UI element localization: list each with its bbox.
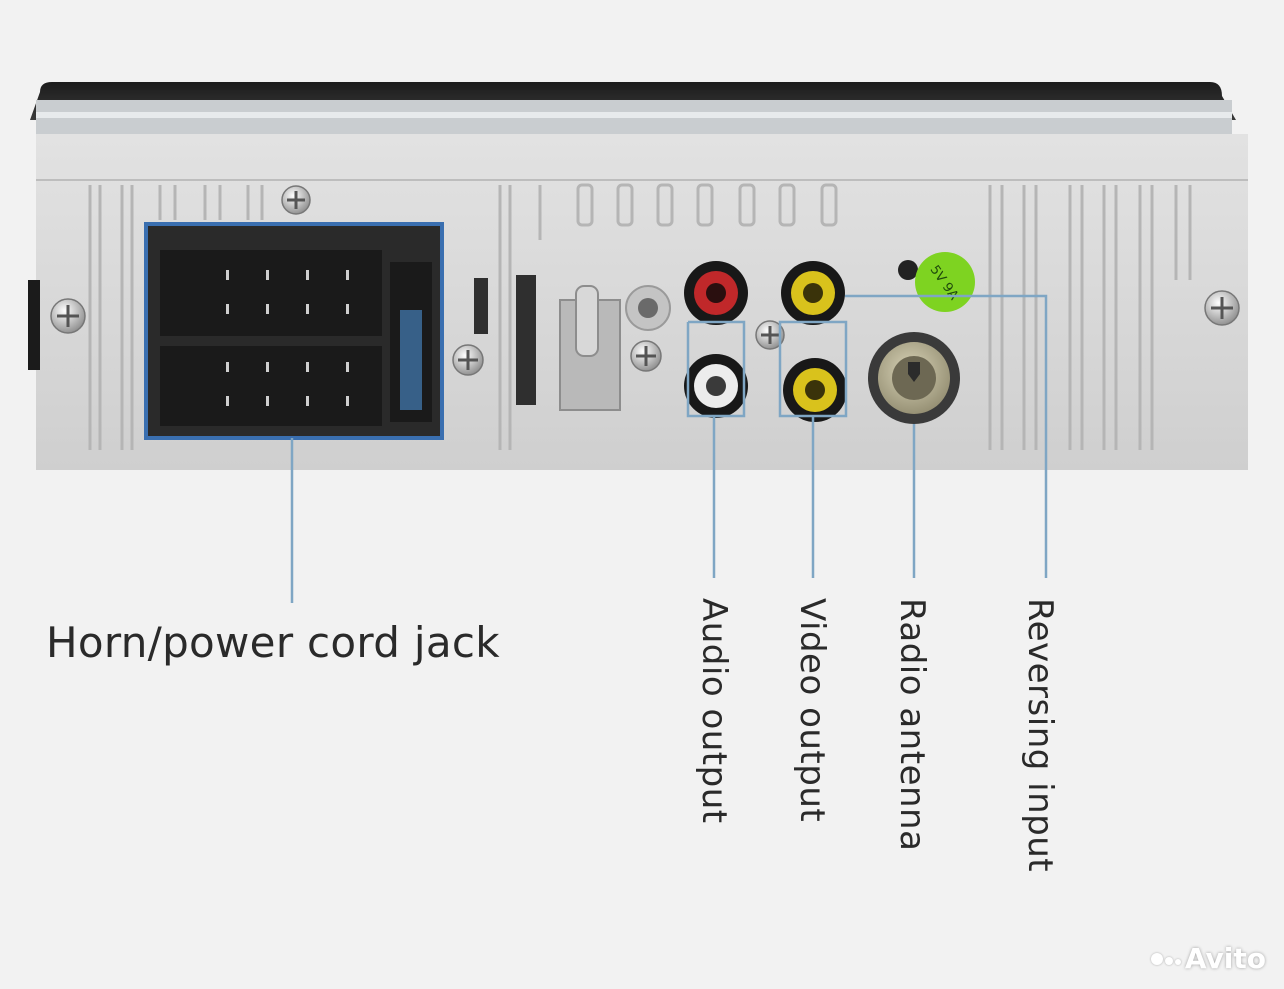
callout-line-reverse <box>845 294 1048 578</box>
heat-fins-middle <box>498 183 838 450</box>
label-horn-power-cord-jack: Horn/power cord jack <box>46 618 500 667</box>
callout-lines <box>290 294 1048 603</box>
slot <box>516 275 536 405</box>
slot <box>474 278 488 334</box>
rca-audio-right-red <box>684 261 748 325</box>
label-audio-output: Audio output <box>694 598 734 824</box>
radio-antenna-socket <box>868 332 960 424</box>
heat-fins-left <box>88 185 264 450</box>
screw <box>755 320 785 350</box>
rca-reverse-yellow <box>781 261 845 325</box>
led-hole <box>898 260 918 280</box>
iso-connector <box>144 222 444 440</box>
screw <box>630 340 662 372</box>
label-video-output: Video output <box>792 598 832 823</box>
callout-line-video <box>778 320 848 578</box>
label-reversing-input: Reversing input <box>1020 598 1060 873</box>
screw <box>1204 290 1240 326</box>
screw <box>281 185 311 215</box>
heat-fins-right <box>988 185 1192 450</box>
rca-audio-left-white <box>684 354 748 418</box>
watermark-logo-icon <box>1150 952 1181 965</box>
screw <box>452 344 484 376</box>
label-radio-antenna: Radio antenna <box>892 598 932 852</box>
ground-bracket <box>559 285 671 411</box>
watermark: Avito <box>1150 942 1266 975</box>
watermark-text: Avito <box>1184 942 1266 975</box>
screw <box>50 298 86 334</box>
rca-video-yellow <box>783 358 847 422</box>
callout-line-audio <box>686 320 746 578</box>
